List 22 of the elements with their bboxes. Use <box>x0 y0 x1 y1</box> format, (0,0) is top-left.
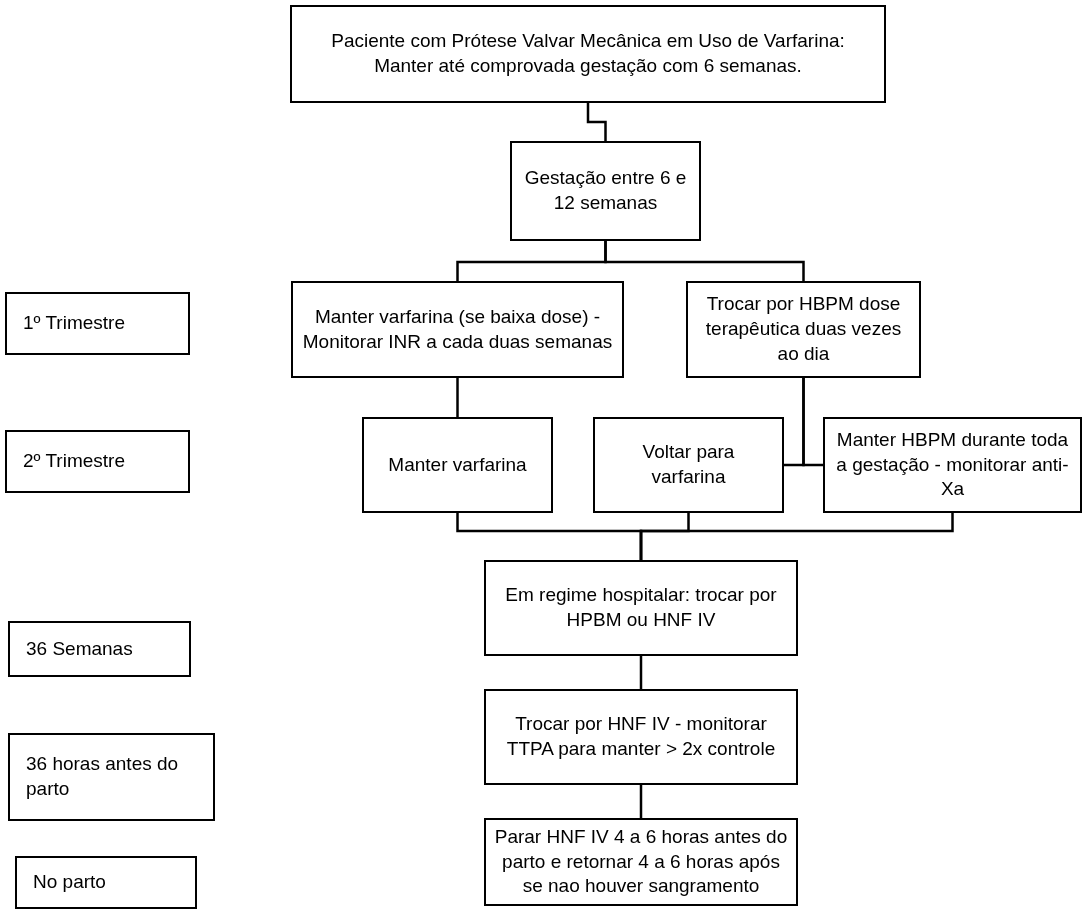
connector-line <box>639 656 643 689</box>
connector-line <box>639 785 643 818</box>
stage-box: 1º Trimestre <box>5 292 190 355</box>
stage-box: 36 horas antes do parto <box>8 733 215 821</box>
process-box: Manter HBPM durante toda a gestação - monitorar anti-Xa <box>823 417 1082 513</box>
connector-line <box>639 513 954 560</box>
connector-line <box>586 103 607 141</box>
stage-box: No parto <box>15 856 197 909</box>
process-box: Voltar para varfarina <box>593 417 784 513</box>
process-box: Trocar por HNF IV - monitorar TTPA para manter > 2x controle <box>484 689 798 785</box>
stage-box: 2º Trimestre <box>5 430 190 493</box>
process-box: Gestação entre 6 e 12 semanas <box>510 141 701 241</box>
connector-line <box>456 378 459 417</box>
process-box: Trocar por HBPM dose terapêutica duas vezes ao dia <box>686 281 921 378</box>
stage-box: 36 Semanas <box>8 621 191 677</box>
connector-line <box>802 378 823 467</box>
process-box: Paciente com Prótese Valvar Mecânica em Uso de Varfarina: Manter até comprovada gestação com 6 semanas. <box>290 5 886 103</box>
process-box: Manter varfarina (se baixa dose) - Monitorar INR a cada duas semanas <box>291 281 624 378</box>
process-box: Parar HNF IV 4 a 6 horas antes do parto e retornar 4 a 6 horas após se nao houver sangramento <box>484 818 798 906</box>
connector-line <box>604 241 805 281</box>
process-box: Manter varfarina <box>362 417 553 513</box>
process-box: Em regime hospitalar: trocar por HPBM ou HNF IV <box>484 560 798 656</box>
